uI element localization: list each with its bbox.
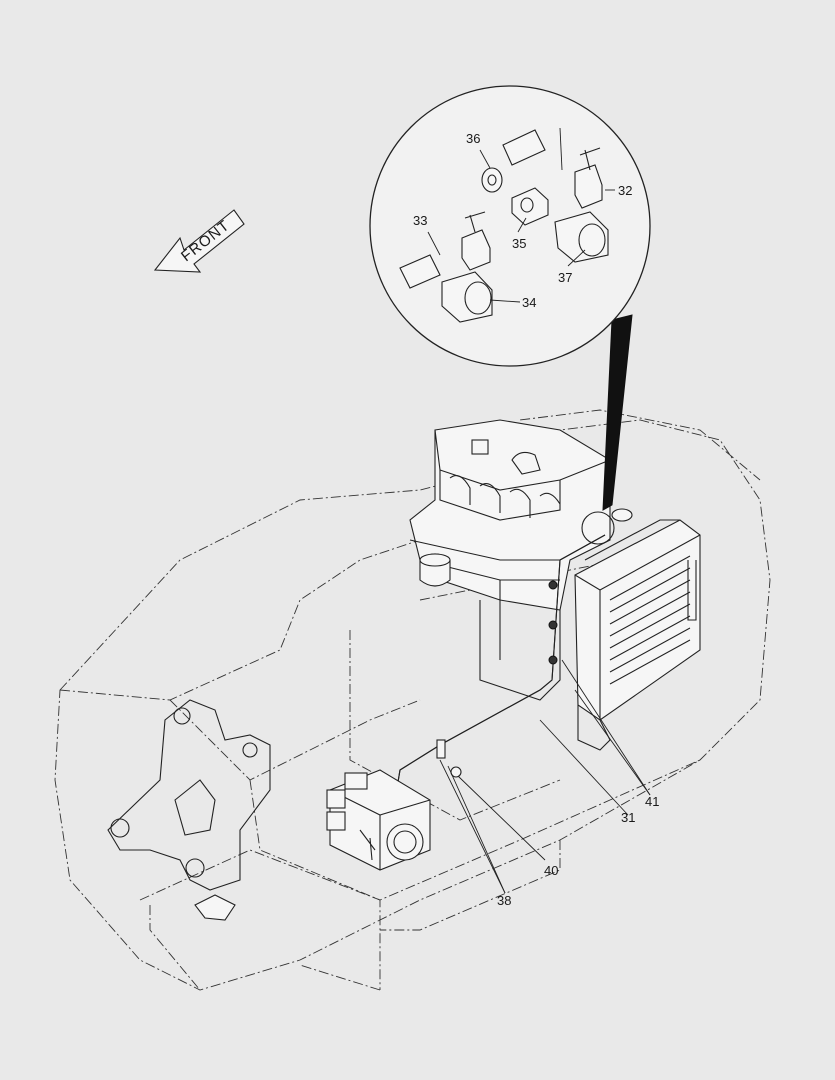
hose-stub-lower <box>399 254 441 289</box>
hose-stub-upper <box>502 129 546 166</box>
washer-36 <box>481 167 503 193</box>
detail-circle <box>369 85 651 367</box>
valve-32 <box>574 164 603 209</box>
valve-33 <box>461 229 491 271</box>
adapter-35 <box>511 187 549 226</box>
callout-34: 34 <box>522 295 536 310</box>
radiator <box>574 508 701 751</box>
callout-37: 37 <box>558 270 572 285</box>
callout-35: 35 <box>512 236 526 251</box>
detail-view <box>369 85 651 367</box>
leader-38 <box>439 759 506 894</box>
callout-31: 31 <box>621 810 635 825</box>
machine-frame-outline <box>54 409 771 991</box>
callout-33: 33 <box>413 213 427 228</box>
detail-pointer <box>581 314 633 545</box>
front-arrow-shape <box>153 209 245 273</box>
duct-end <box>194 894 236 921</box>
cap-34 <box>441 271 493 323</box>
leader-41 <box>561 659 651 796</box>
front-arrow: FRONT <box>153 209 245 273</box>
boom-bracket <box>107 699 271 891</box>
heater-unit <box>326 769 431 871</box>
front-arrow-label: FRONT <box>178 217 233 265</box>
leader-40 <box>457 775 546 861</box>
callout-36: 36 <box>466 131 480 146</box>
callout-40: 40 <box>544 863 558 878</box>
callouts: 31 32 33 34 35 36 37 38 40 41 <box>413 131 659 908</box>
callout-32: 32 <box>618 183 632 198</box>
callout-41: 41 <box>645 794 659 809</box>
leader-31 <box>539 719 629 816</box>
callout-38: 38 <box>497 893 511 908</box>
